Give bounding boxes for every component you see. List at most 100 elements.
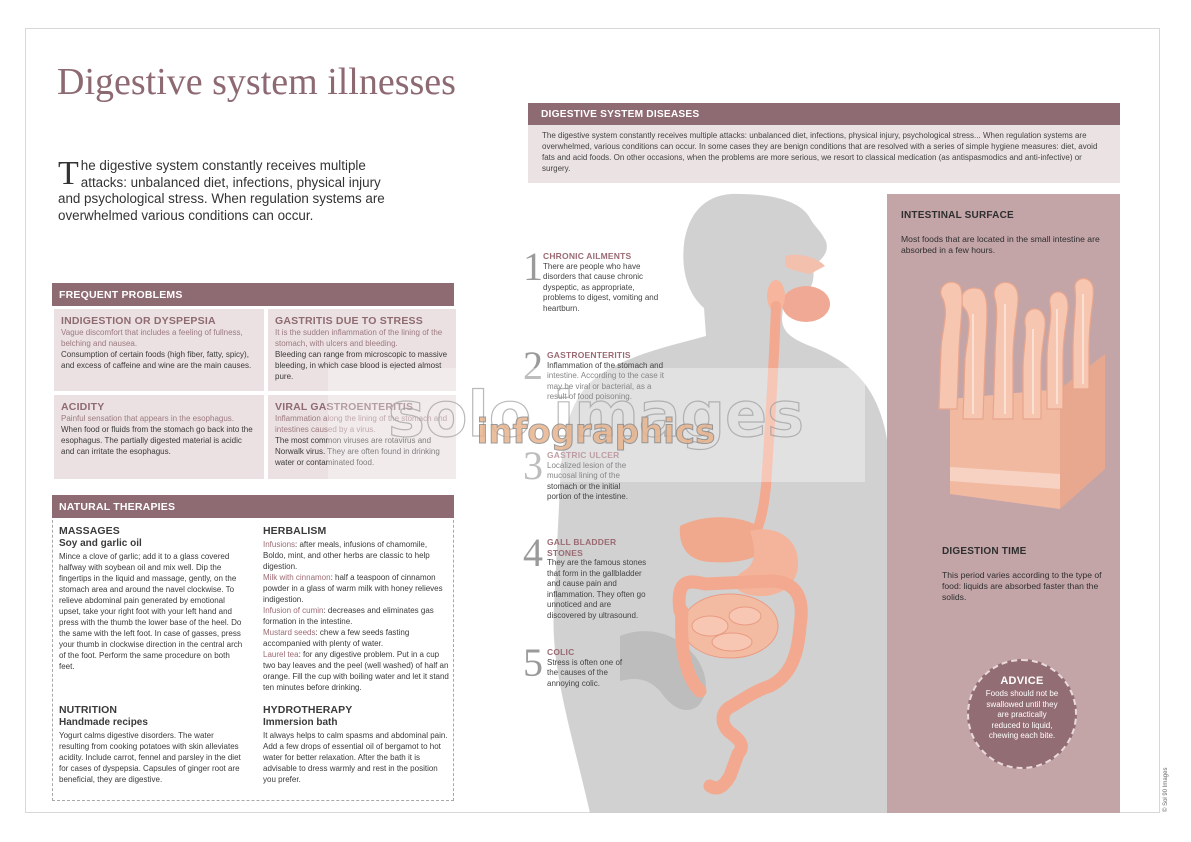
villi-block-side	[1060, 354, 1105, 509]
disease-title: COLIC	[547, 647, 575, 657]
herbal-text: : for any digestive problem. Put in a cu…	[263, 649, 449, 692]
herbal-term: Mustard seeds	[263, 627, 316, 637]
herbal-term: Infusion of cumin	[263, 605, 324, 615]
digestive-diseases-header: DIGESTIVE SYSTEM DISEASES	[528, 103, 1120, 125]
problem-card-viral-gastroenteritis: VIRAL GASTROENTERITIS Inflammation along…	[268, 395, 456, 479]
therapy-nutrition: NUTRITION Handmade recipes Yogurt calms …	[59, 704, 244, 785]
problem-card-acidity: ACIDITY Painful sensation that appears i…	[54, 395, 264, 479]
therapy-herbalism: HERBALISM Infusions: after meals, infusi…	[263, 525, 451, 693]
disease-title: GASTRIC ULCER	[547, 450, 620, 460]
disease-item-5: 5 COLIC Stress is often one of the cause…	[523, 643, 625, 689]
large-intestine	[672, 574, 808, 795]
problem-card-gastritis: GASTRITIS DUE TO STRESS It is the sudden…	[268, 309, 456, 391]
disease-title: CHRONIC AILMENTS	[543, 251, 632, 261]
therapy-subtitle: Handmade recipes	[59, 716, 148, 728]
disease-content: GALL BLADDER STONES They are the famous …	[525, 537, 650, 621]
disease-content: CHRONIC AILMENTS	[525, 251, 665, 262]
herbal-entry: Infusion of cumin: decreases and elimina…	[263, 605, 451, 627]
problem-subtitle: Vague discomfort that includes a feeling…	[61, 328, 243, 348]
liver	[679, 517, 770, 563]
problem-title: ACIDITY	[61, 401, 105, 413]
herbal-text: : half a teaspoon of cinnamon powder in …	[263, 572, 443, 604]
digestive-diseases-text: The digestive system constantly receives…	[542, 131, 1098, 173]
problem-title: GASTRITIS DUE TO STRESS	[275, 315, 423, 327]
intro-text: he digestive system constantly receives …	[58, 158, 385, 223]
therapy-subtitle: Soy and garlic oil	[59, 537, 142, 549]
problem-title: INDIGESTION OR DYSPEPSIA	[61, 315, 216, 327]
natural-therapies-header: NATURAL THERAPIES	[52, 495, 454, 518]
small-intestine	[681, 593, 779, 659]
disease-title: GALL BLADDER STONES	[547, 537, 617, 558]
therapy-text: Yogurt calms digestive disorders. The wa…	[59, 730, 241, 784]
villi-vessels	[972, 294, 1084, 414]
disease-content: COLIC Stress is often one of the causes …	[525, 647, 625, 689]
therapy-title: MASSAGES	[59, 525, 120, 537]
ascending-colon	[675, 604, 707, 698]
herbal-text: : after meals, infusions of chamomile, B…	[263, 539, 430, 571]
disease-item-1: 1 CHRONIC AILMENTS There are people who …	[523, 247, 665, 314]
advice-title: ADVICE	[1000, 675, 1044, 687]
herbal-term: Laurel tea	[263, 649, 299, 659]
nasal-cavity	[785, 254, 825, 274]
disease-text: Localized lesion of the mucosal lining o…	[547, 460, 628, 502]
frequent-problems-header: FREQUENT PROBLEMS	[52, 283, 454, 306]
frequent-problems-grid: INDIGESTION OR DYSPEPSIA Vague discomfor…	[54, 309, 456, 479]
disease-title: GASTROENTERITIS	[547, 350, 631, 360]
therapy-hydrotherapy: HYDROTHERAPY Immersion bath It always he…	[263, 704, 451, 785]
natural-therapies-panel: NATURAL THERAPIES MASSAGES Soy and garli…	[52, 495, 454, 801]
herbal-entry: Milk with cinnamon: half a teaspoon of c…	[263, 572, 451, 605]
therapy-text: Mince a clove of garlic; add it to a gla…	[59, 551, 243, 671]
herbal-text: : decreases and eliminates gas formation…	[263, 605, 434, 626]
therapy-subtitle: Immersion bath	[263, 716, 338, 728]
intestinal-surface-text: Most foods that are located in the small…	[901, 234, 1100, 255]
digestion-time-text: This period varies according to the type…	[942, 570, 1102, 602]
digestive-diseases-panel: DIGESTIVE SYSTEM DISEASES The digestive …	[528, 103, 1120, 183]
herbal-entry: Laurel tea: for any digestive problem. P…	[263, 649, 451, 693]
disease-item-4: 4 GALL BLADDER STONES They are the famou…	[523, 533, 650, 621]
problem-subtitle: Painful sensation that appears in the es…	[61, 414, 235, 423]
therapy-massages: MASSAGES Soy and garlic oil Mince a clov…	[59, 525, 244, 672]
disease-text: There are people who have disorders that…	[543, 261, 659, 313]
intro-dropcap: T	[58, 155, 79, 192]
disease-item-2: 2 GASTROENTERITIS Inflammation of the st…	[523, 346, 665, 403]
problem-subtitle: It is the sudden inflammation of the lin…	[275, 328, 443, 348]
esophagus	[747, 301, 781, 543]
therapy-title: NUTRITION	[59, 704, 118, 716]
disease-text: Inflammation of the stomach and intestin…	[547, 360, 664, 402]
villi-mucosa-band	[950, 467, 1060, 489]
problem-body: Bleeding can range from microscopic to m…	[275, 350, 448, 381]
therapy-title: HYDROTHERAPY	[263, 704, 353, 716]
herbal-entry: Mustard seeds: chew a few seeds fasting …	[263, 627, 451, 649]
disease-number: 4	[523, 530, 543, 575]
problem-title: VIRAL GASTROENTERITIS	[275, 401, 414, 413]
human-torso-illustration	[553, 193, 890, 813]
advice-badge: ADVICE Foods should not be swallowed unt…	[967, 659, 1077, 769]
problem-body: The most common viruses are rotavirus an…	[275, 436, 440, 467]
disease-number: 3	[523, 443, 543, 488]
frequent-problems-panel: FREQUENT PROBLEMS INDIGESTION OR DYSPEPS…	[52, 283, 456, 479]
page-title: Digestive system illnesses	[57, 61, 456, 103]
disease-number: 1	[523, 244, 543, 289]
herbal-entry: Infusions: after meals, infusions of cha…	[263, 539, 451, 572]
advice-text: Foods should not be swallowed until they…	[985, 689, 1059, 740]
disease-text: Stress is often one of the causes of the…	[547, 657, 623, 688]
herbal-term: Milk with cinnamon	[263, 572, 331, 582]
problem-body: Consumption of certain foods (high fiber…	[61, 350, 252, 370]
disease-number: 2	[523, 343, 543, 388]
disease-content: GASTROENTERITIS Inflammation of the stom…	[525, 350, 665, 403]
therapy-title: HERBALISM	[263, 525, 327, 537]
herbal-term: Infusions	[263, 539, 296, 549]
digestion-time-title: DIGESTION TIME	[942, 546, 1027, 557]
mouth-cavity	[782, 286, 830, 322]
disease-number: 5	[523, 640, 543, 685]
herbal-text: : chew a few seeds fasting accompanied w…	[263, 627, 410, 648]
problem-body: When food or fluids from the stomach go …	[61, 425, 253, 456]
problem-card-indigestion: INDIGESTION OR DYSPEPSIA Vague discomfor…	[54, 309, 264, 391]
problem-subtitle: Inflammation along the lining of the sto…	[275, 414, 448, 434]
therapy-text: It always helps to calm spasms and abdom…	[263, 730, 448, 784]
image-credit: © Sol 90 Images	[1163, 767, 1169, 812]
disease-text: They are the famous stones that form in …	[547, 558, 647, 620]
disease-item-3: 3 GASTRIC ULCER Localized lesion of the …	[523, 446, 640, 503]
disease-content: GASTRIC ULCER Localized lesion of the mu…	[525, 450, 640, 503]
